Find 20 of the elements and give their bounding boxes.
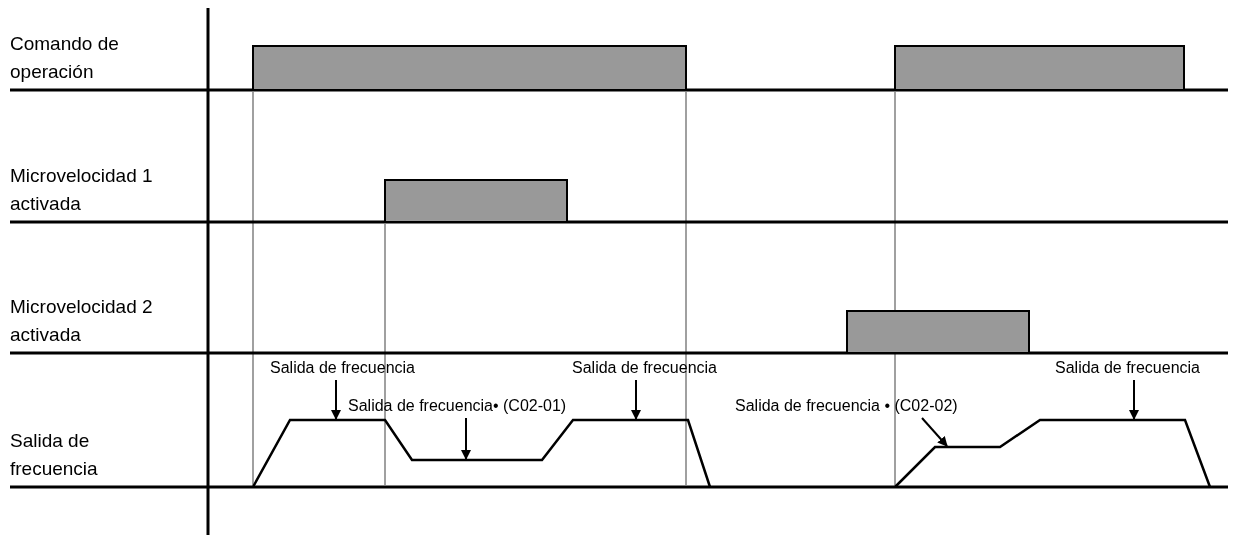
- annotation-text: Salida de frecuencia: [270, 358, 415, 378]
- annotation-text: Salida de frecuencia• (C02-01): [348, 396, 567, 416]
- signal-name: Microvelocidad 2 activada: [10, 295, 154, 347]
- leader-arrow: [631, 379, 641, 420]
- annotation-text: Salida de frecuencia: [1055, 358, 1200, 378]
- signal-name: Comando de operación: [10, 32, 120, 84]
- signal-pulse: [894, 45, 1185, 91]
- frequency-waveform: [251, 418, 712, 488]
- annotation-text: Salida de frecuencia • (C02-02): [735, 396, 958, 416]
- leader-arrow: [921, 417, 948, 447]
- annotation-text: Salida de frecuencia: [572, 358, 717, 378]
- frequency-waveform: [894, 418, 1212, 488]
- signal-pulse: [252, 45, 687, 91]
- leader-arrow: [1129, 379, 1139, 420]
- signal-pulse: [846, 310, 1030, 354]
- leader-arrow: [461, 417, 471, 460]
- signal-pulse: [384, 179, 568, 223]
- leader-arrow: [331, 379, 341, 420]
- signal-name: Salida de frecuencia: [10, 429, 99, 481]
- signal-name: Microvelocidad 1 activada: [10, 164, 154, 216]
